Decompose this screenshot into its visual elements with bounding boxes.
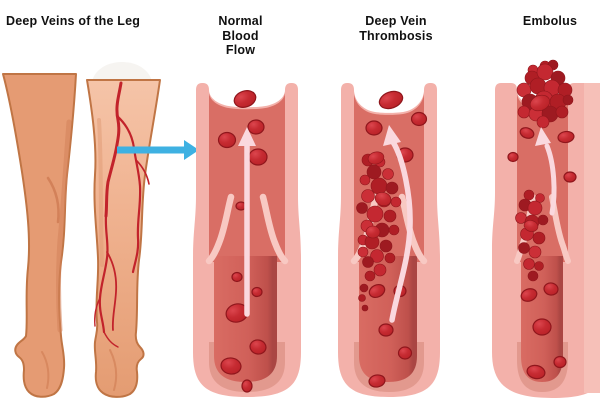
pointer-arrow-icon [117,140,199,160]
flow-arrow-up [238,127,256,317]
left-knee-crease [46,176,60,224]
deep-vein-tree [94,81,150,348]
legs-illustration [2,62,199,398]
flow-arrow-curved [383,125,413,323]
left-leg [2,73,77,398]
wall-highlight [584,83,600,393]
left-leg-shading [56,119,72,333]
normal-flow-vessel [193,83,301,397]
label-deep-veins-of-the-leg: Deep Veins of the Leg [6,14,141,28]
right-heel-crease [109,349,118,391]
thrombus-clot [356,151,402,312]
label-line: Normal [218,14,263,28]
label-line: Deep Vein [365,14,427,28]
label-normal-blood-flow: Normal Blood Flow [193,14,288,58]
blood-cells [217,90,268,393]
label-deep-vein-thrombosis: Deep Vein Thrombosis [331,14,461,43]
embolus-clump [516,59,574,129]
flow-arrow-short [535,127,557,216]
embolus-vessel [492,59,600,398]
right-leg-shading [97,118,104,267]
blood-cells [507,127,577,380]
label-line: Thrombosis [359,28,433,43]
label-line: Blood [222,28,259,43]
label-line: Flow [225,43,256,57]
label-embolus: Embolus [522,14,578,28]
right-leg [86,79,161,398]
dvt-vessel [338,83,440,397]
left-heel-crease [41,351,50,389]
venous-valves [205,193,289,265]
residual-clot [515,189,549,282]
